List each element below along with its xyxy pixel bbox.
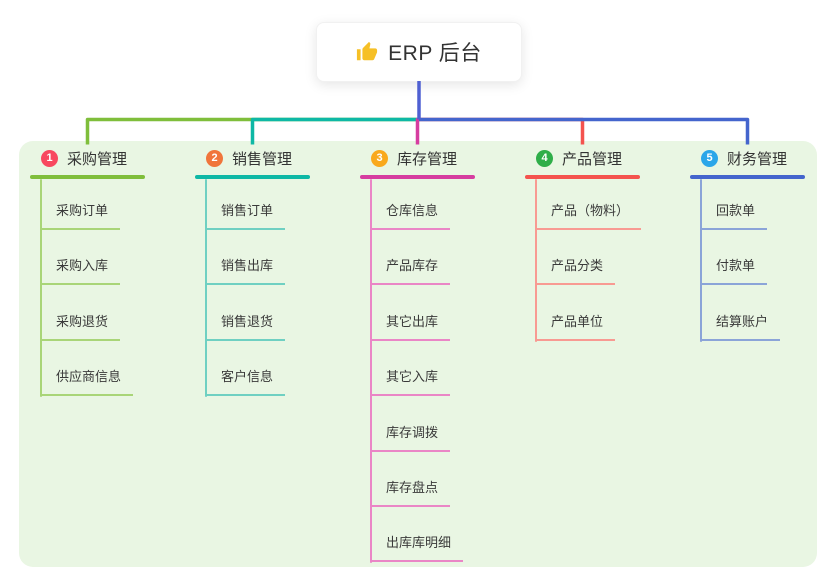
child-label: 产品单位 [551, 313, 604, 329]
child-node[interactable]: 产品（物料） [535, 202, 642, 230]
child-label: 采购退货 [56, 313, 109, 329]
child-label: 供应商信息 [56, 369, 122, 385]
branch-node-3[interactable]: 3 库存管理 [371, 148, 457, 168]
branch-child-line [700, 178, 702, 342]
child-label: 产品库存 [386, 258, 439, 274]
child-node[interactable]: 库存调拨 [370, 424, 451, 452]
child-node[interactable]: 供应商信息 [40, 368, 134, 397]
child-node[interactable]: 回款单 [700, 202, 768, 230]
child-label: 产品分类 [551, 258, 604, 274]
child-node[interactable]: 销售退货 [205, 313, 286, 341]
child-label: 其它入库 [386, 369, 439, 385]
branch-node-4[interactable]: 4 产品管理 [536, 148, 622, 168]
branch-index-badge: 1 [41, 149, 58, 167]
child-label: 库存调拨 [386, 424, 439, 440]
child-node[interactable]: 其它入库 [370, 368, 451, 397]
child-node[interactable]: 产品单位 [535, 313, 616, 341]
child-node[interactable]: 结算账户 [700, 313, 781, 341]
branch-underline [195, 175, 310, 179]
child-label: 其它出库 [386, 313, 439, 329]
child-node[interactable]: 产品分类 [535, 257, 616, 286]
branch-child-line [535, 178, 537, 342]
branch-index-badge: 3 [371, 149, 388, 167]
branch-index-badge: 2 [206, 149, 223, 167]
branch-node-2[interactable]: 2 销售管理 [206, 148, 292, 168]
child-node[interactable]: 采购退货 [40, 313, 121, 341]
branch-child-line [370, 178, 372, 564]
child-label: 出库库明细 [386, 535, 452, 551]
child-label: 产品（物料） [551, 203, 630, 218]
child-node[interactable]: 库存盘点 [370, 479, 451, 507]
child-node[interactable]: 出库库明细 [370, 534, 464, 563]
branch-child-line [205, 178, 207, 398]
branch-label: 采购管理 [67, 150, 128, 168]
branch-underline [30, 175, 145, 179]
child-node[interactable]: 采购订单 [40, 202, 121, 230]
child-node[interactable]: 销售出库 [205, 257, 286, 286]
thumbs-up-icon [356, 41, 378, 63]
branch-node-1[interactable]: 1 采购管理 [41, 148, 127, 168]
child-label: 仓库信息 [386, 203, 439, 218]
child-label: 付款单 [716, 258, 756, 274]
child-label: 采购订单 [56, 203, 109, 218]
child-label: 库存盘点 [386, 480, 439, 495]
root-label: ERP 后台 [388, 42, 482, 65]
child-label: 客户信息 [221, 369, 274, 385]
child-label: 回款单 [716, 203, 756, 218]
branch-label: 库存管理 [397, 150, 458, 168]
child-node[interactable]: 客户信息 [205, 368, 286, 397]
child-node[interactable]: 仓库信息 [370, 202, 451, 230]
branch-node-5[interactable]: 5 财务管理 [701, 148, 787, 168]
branch-underline [690, 175, 805, 179]
branch-underline [360, 175, 475, 179]
child-label: 销售订单 [221, 203, 274, 218]
child-node[interactable]: 付款单 [700, 257, 768, 286]
child-label: 结算账户 [716, 313, 769, 329]
branch-label: 财务管理 [727, 150, 788, 168]
child-label: 销售出库 [221, 258, 274, 274]
child-node[interactable]: 其它出库 [370, 313, 451, 341]
branch-child-line [40, 178, 42, 398]
branches-panel [19, 141, 817, 567]
child-node[interactable]: 销售订单 [205, 202, 286, 230]
child-node[interactable]: 产品库存 [370, 257, 451, 286]
child-label: 采购入库 [56, 258, 109, 274]
child-node[interactable]: 采购入库 [40, 257, 121, 286]
child-label: 销售退货 [221, 313, 274, 329]
root-node[interactable]: ERP 后台 [316, 22, 522, 82]
branch-underline [525, 175, 640, 179]
branch-index-badge: 4 [536, 149, 553, 167]
branch-label: 产品管理 [562, 150, 623, 168]
branch-label: 销售管理 [232, 150, 293, 168]
branch-index-badge: 5 [701, 149, 718, 167]
